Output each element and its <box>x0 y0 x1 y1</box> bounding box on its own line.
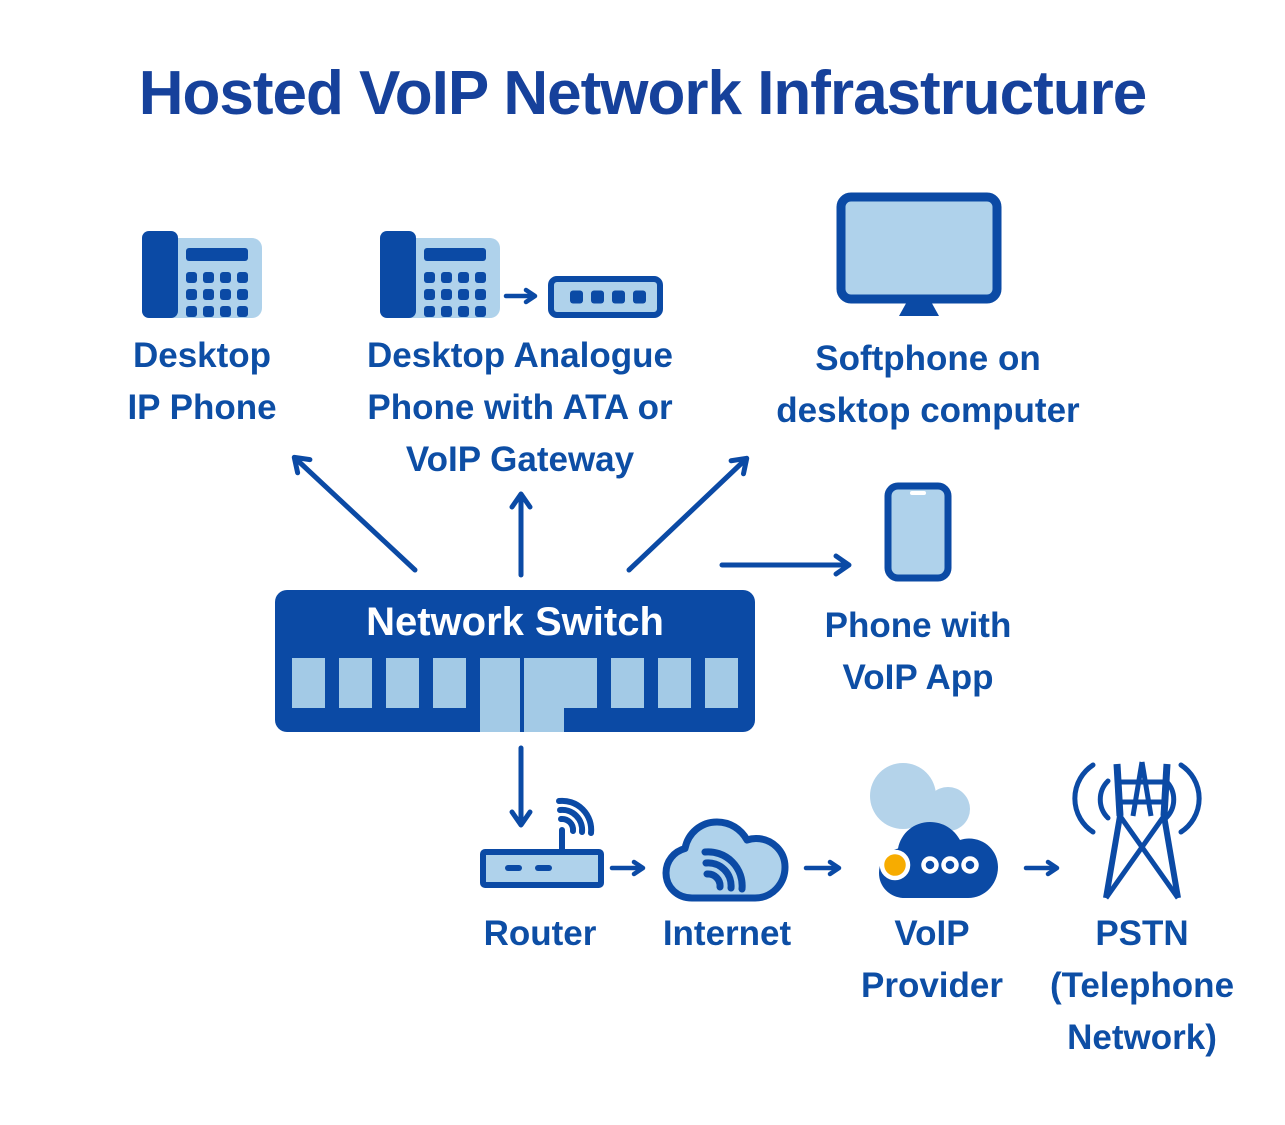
label-analogue-phone: Desktop Analogue Phone with ATA or VoIP … <box>367 336 673 479</box>
desktop-analogue-phone-icon <box>380 231 500 318</box>
back-cloud <box>870 763 970 831</box>
label-internet: Internet <box>662 914 792 953</box>
pstn-tower-icon <box>1072 761 1202 900</box>
keypad-dots <box>424 272 486 317</box>
label-desktop-ip-phone: Desktop IP Phone <box>127 336 277 427</box>
switch-ports <box>292 658 738 732</box>
label-softphone: Softphone on desktop computer <box>776 339 1080 430</box>
network-switch-box: Network Switch <box>275 590 755 732</box>
voip-provider-cloud-icon <box>870 763 998 898</box>
front-cloud <box>879 822 998 898</box>
label-pstn: PSTN (Telephone Network) <box>1049 914 1235 1057</box>
label-router: Router <box>483 914 597 953</box>
monitor-icon <box>836 192 1002 316</box>
label-voip-provider: VoIP Provider <box>861 914 1003 1005</box>
label-network-switch: Network Switch <box>366 600 664 644</box>
internet-cloud-icon <box>662 818 789 902</box>
smartphone-icon <box>884 482 952 582</box>
label-voip-phone: Phone with VoIP App <box>824 606 1012 697</box>
switch-chassis <box>275 590 755 732</box>
desktop-ip-phone-icon <box>142 231 262 318</box>
call-indicator-dot <box>879 849 911 881</box>
router-icon <box>480 797 604 888</box>
page-title: Hosted VoIP Network Infrastructure <box>138 59 1148 128</box>
keypad-dots <box>186 272 248 317</box>
ata-box-icon <box>548 276 663 318</box>
